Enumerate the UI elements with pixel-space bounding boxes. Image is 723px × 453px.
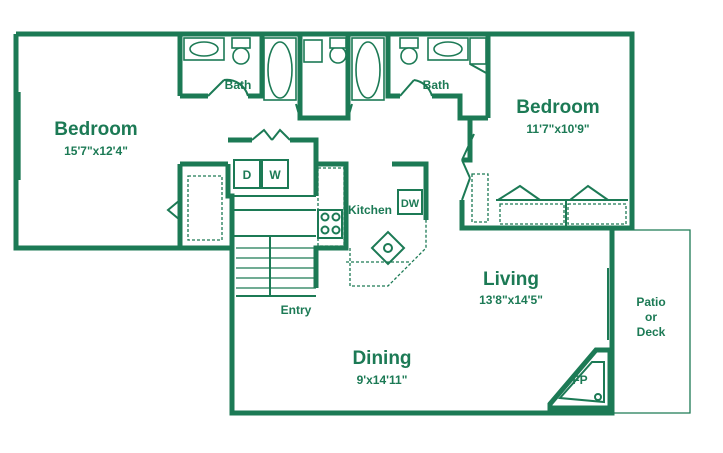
living-size: 13'8"x14'5" bbox=[479, 293, 543, 307]
exterior-walls bbox=[13, 31, 635, 416]
patio bbox=[607, 229, 691, 414]
bath-left-name: Bath bbox=[225, 78, 252, 92]
washer-label: D bbox=[243, 168, 252, 182]
closets bbox=[166, 128, 628, 241]
fireplace: FP bbox=[547, 347, 613, 411]
kitchen-name: Kitchen bbox=[348, 203, 392, 217]
interior-walls bbox=[177, 34, 615, 413]
kitchen-fixtures: DW bbox=[317, 167, 427, 287]
fireplace-label: FP bbox=[572, 373, 587, 387]
entry-name: Entry bbox=[281, 303, 312, 317]
laundry: D W bbox=[233, 159, 289, 189]
patio-label-line1: Patio bbox=[636, 295, 665, 309]
stairs bbox=[232, 195, 316, 297]
bedroom-right-size: 11'7"x10'9" bbox=[526, 122, 589, 136]
dining-name: Dining bbox=[352, 348, 411, 369]
bedroom-left-name: Bedroom bbox=[54, 119, 137, 140]
dining-size: 9'x14'11" bbox=[357, 373, 408, 387]
bath-right-name: Bath bbox=[423, 78, 450, 92]
bath-fixtures bbox=[183, 37, 489, 119]
dryer-label: W bbox=[269, 168, 281, 182]
dishwasher-label: DW bbox=[401, 198, 420, 210]
patio-label-line3: Deck bbox=[637, 325, 666, 339]
bedroom-right-name: Bedroom bbox=[516, 97, 599, 118]
bedroom-left-size: 15'7"x12'4" bbox=[64, 144, 128, 158]
patio-label-line2: or bbox=[645, 310, 657, 324]
living-name: Living bbox=[483, 269, 539, 290]
